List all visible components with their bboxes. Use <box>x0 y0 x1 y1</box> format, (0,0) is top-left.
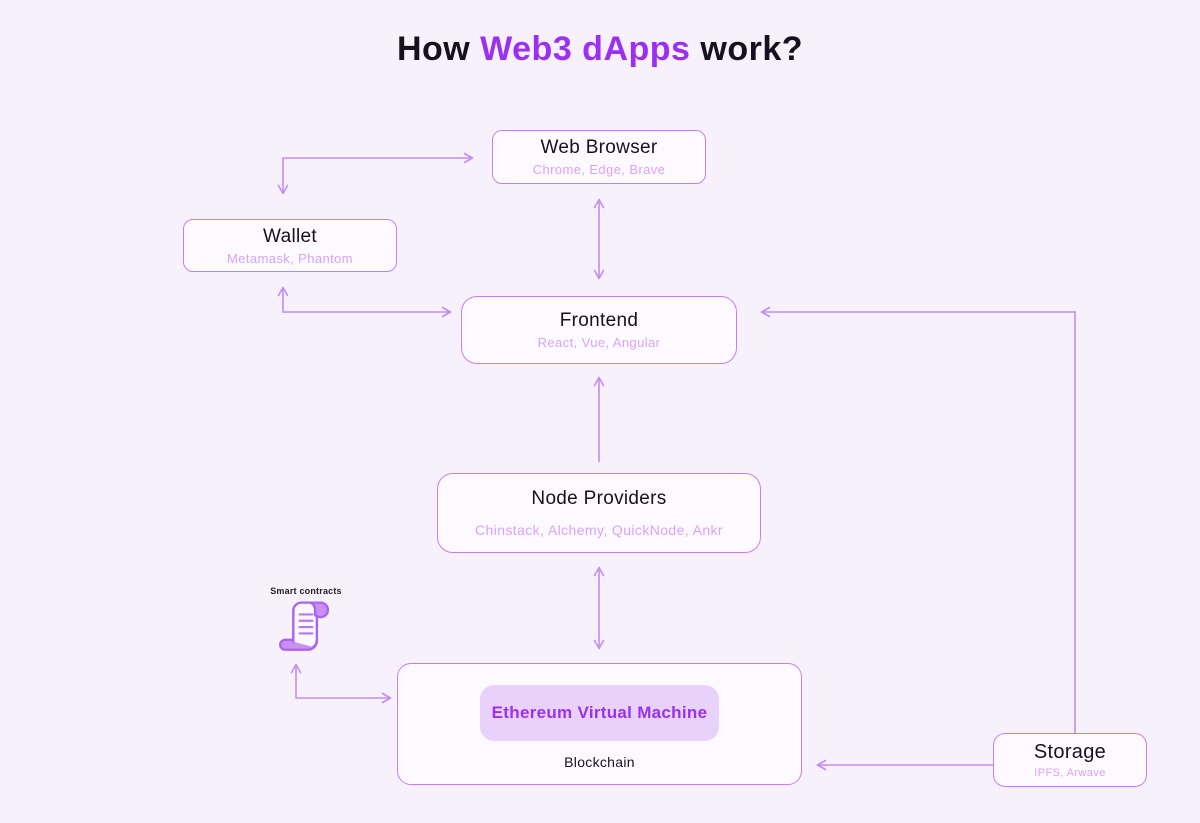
arrow-blockchain-smartcontracts <box>290 663 392 704</box>
title-prefix: How <box>396 30 481 68</box>
frontend-title: Frontend <box>559 310 639 331</box>
storage-title: Storage <box>1033 741 1107 763</box>
title-highlight: Web3 dApps <box>480 30 691 68</box>
smart-contracts-label: Smart contracts <box>270 586 342 596</box>
node-frontend: Frontend React, Vue, Angular <box>461 296 737 364</box>
node-blockchain: Ethereum Virtual Machine Blockchain <box>397 663 802 785</box>
node-providers-subtitle: Chinstack, Alchemy, QuickNode, Ankr <box>475 522 723 538</box>
evm-label: Ethereum Virtual Machine <box>491 703 708 722</box>
node-web-browser: Web Browser Chrome, Edge, Brave <box>492 130 706 184</box>
wallet-subtitle: Metamask, Phantom <box>226 250 353 266</box>
arrow-wallet-webbrowser <box>277 152 474 195</box>
storage-subtitle: IPFS, Arwave <box>1034 767 1106 779</box>
node-storage: Storage IPFS, Arwave <box>993 733 1147 787</box>
node-wallet: Wallet Metamask, Phantom <box>183 219 397 272</box>
page-title: How Web3 dApps work? <box>0 30 1200 69</box>
frontend-subtitle: React, Vue, Angular <box>537 335 661 350</box>
arrow-wallet-frontend <box>277 286 452 318</box>
smart-contracts-group: Smart contracts <box>270 586 342 657</box>
web-browser-subtitle: Chrome, Edge, Brave <box>532 162 666 177</box>
scroll-icon <box>279 601 330 651</box>
wallet-title: Wallet <box>263 225 317 247</box>
arrow-storage-frontend <box>760 306 1076 733</box>
web-browser-title: Web Browser <box>540 137 658 158</box>
node-providers-title: Node Providers <box>531 488 667 509</box>
title-suffix: work? <box>690 30 804 68</box>
blockchain-label: Blockchain <box>564 754 635 770</box>
node-node-providers: Node Providers Chinstack, Alchemy, Quick… <box>437 473 761 553</box>
evm-pill: Ethereum Virtual Machine <box>480 685 719 741</box>
